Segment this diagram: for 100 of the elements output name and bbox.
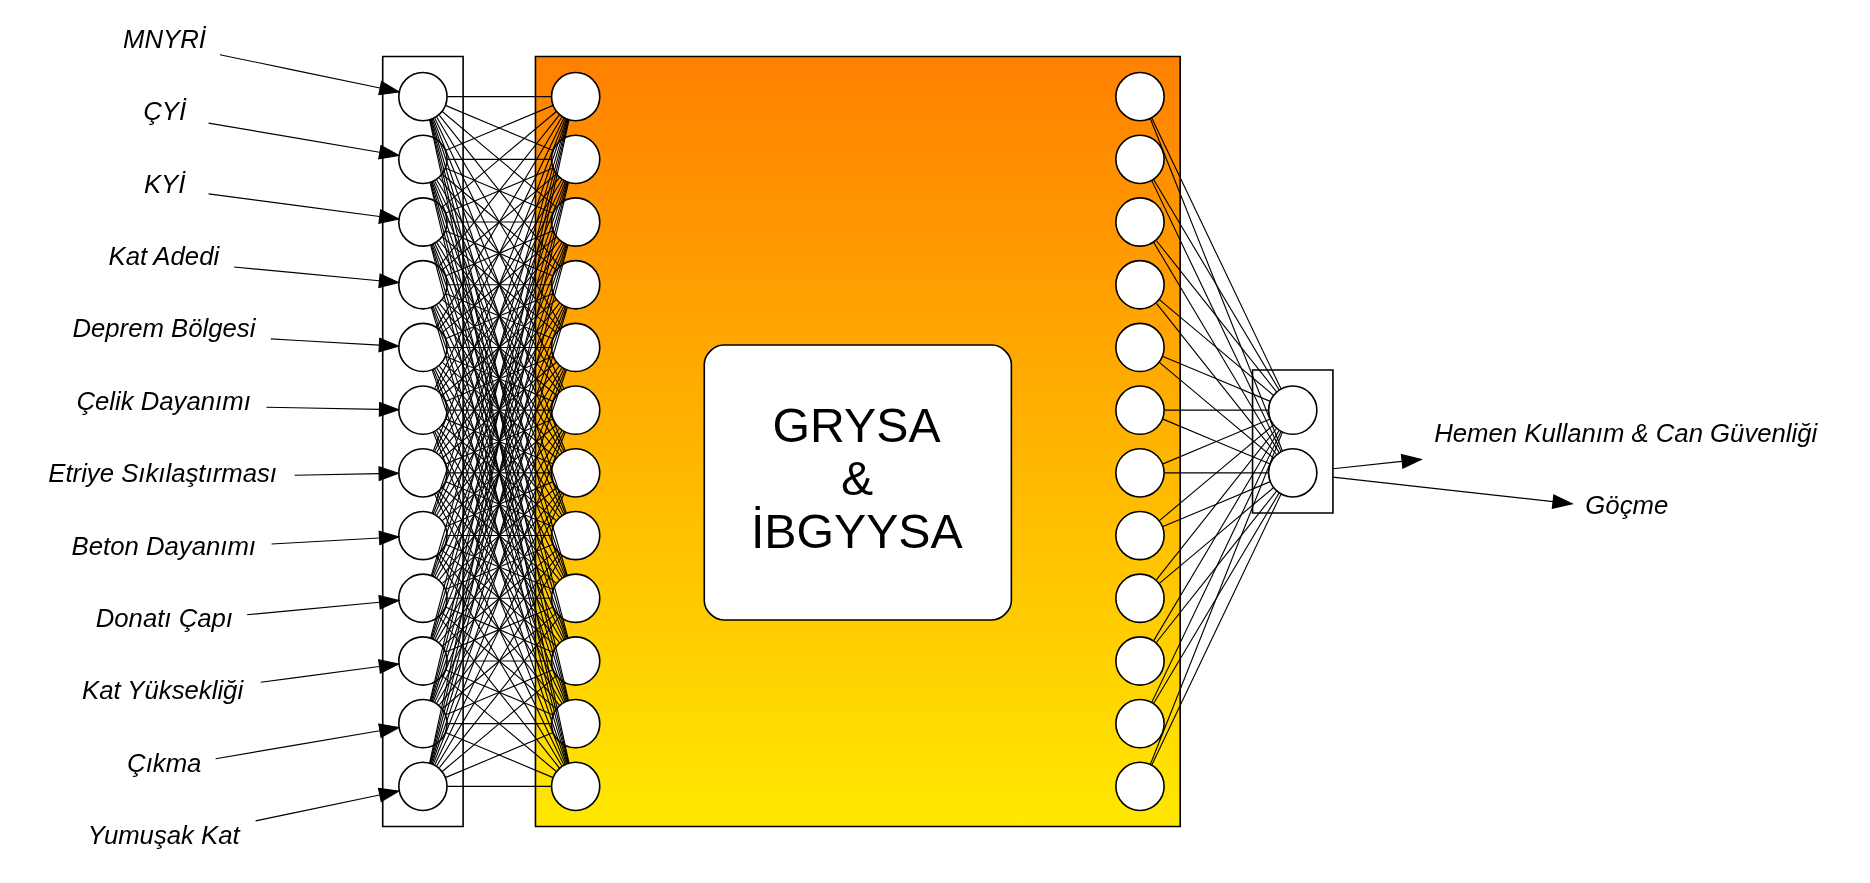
connector	[1158, 424, 1274, 522]
connector	[446, 660, 552, 662]
connector	[432, 180, 566, 515]
connector	[1151, 493, 1282, 766]
node-circle	[398, 761, 448, 812]
arrow	[207, 122, 401, 160]
connector	[434, 305, 565, 578]
connector	[441, 612, 557, 710]
connector	[1155, 302, 1278, 456]
connector	[435, 429, 563, 642]
node-text: KYİ	[143, 169, 186, 198]
node-circle	[398, 134, 448, 185]
connector	[434, 117, 565, 390]
arrow	[219, 54, 401, 96]
arrow	[271, 530, 401, 546]
node-circle	[1267, 385, 1318, 436]
connector	[446, 472, 552, 474]
connector	[1162, 418, 1271, 465]
cluster	[381, 55, 464, 828]
connector	[441, 173, 557, 271]
connector	[445, 606, 554, 653]
connector	[446, 346, 552, 348]
connector	[1151, 117, 1282, 390]
arrow	[270, 337, 401, 353]
node-circle	[1115, 197, 1165, 247]
connector	[432, 368, 566, 703]
node-circle	[398, 197, 448, 247]
node-box: GRYSA & İBGYYSA	[703, 344, 1013, 621]
node-text: Kat Adedi	[108, 242, 220, 271]
connector	[446, 785, 552, 787]
connector	[1151, 180, 1282, 453]
node-circle	[398, 510, 448, 561]
connector	[445, 669, 554, 716]
connector	[1155, 490, 1278, 643]
connector	[435, 555, 563, 767]
cluster	[534, 55, 1181, 828]
node-circle	[550, 447, 601, 498]
arrow	[233, 266, 401, 289]
node-circle	[550, 698, 601, 749]
node-circle	[550, 761, 601, 812]
connector	[1149, 117, 1283, 452]
connector	[435, 116, 563, 328]
connector	[1153, 178, 1280, 391]
arrow	[1332, 453, 1423, 470]
node-text: Yumuşak Kat	[87, 820, 240, 849]
arrow	[207, 193, 401, 224]
arrow	[255, 787, 401, 822]
connector	[1162, 481, 1271, 528]
connector	[1158, 487, 1274, 584]
connector	[446, 96, 552, 98]
connector	[441, 361, 557, 459]
connector	[445, 418, 554, 465]
node-text: ÇYİ	[143, 97, 187, 126]
node-circle	[1115, 71, 1165, 122]
node-circle	[550, 322, 601, 373]
connector	[434, 493, 565, 766]
connector	[446, 597, 552, 599]
node-circle	[1115, 761, 1165, 812]
arrow	[215, 723, 401, 760]
node-text: MNYRİ	[123, 25, 206, 54]
connector	[445, 230, 554, 277]
node-circle	[550, 573, 601, 624]
connector	[1153, 241, 1280, 454]
node-circle	[550, 259, 601, 310]
connector	[446, 723, 552, 725]
node-text: Çıkma	[127, 748, 202, 777]
connector	[435, 178, 563, 391]
node-circle	[1115, 573, 1165, 624]
node-circle	[550, 636, 601, 686]
connector	[446, 409, 552, 411]
node-text: Kat Yüksekliği	[82, 676, 244, 705]
node-circle	[1115, 447, 1165, 498]
node-circle	[550, 385, 601, 436]
node-text: Deprem Bölgesi	[72, 314, 256, 343]
node-circle	[1115, 385, 1165, 436]
connector	[1155, 240, 1278, 393]
node-circle	[550, 71, 601, 122]
connector	[1153, 492, 1280, 705]
connector	[445, 481, 554, 528]
node-circle	[398, 322, 448, 373]
connector	[1158, 361, 1274, 459]
connector	[432, 117, 566, 452]
connector	[435, 241, 563, 454]
arrow	[1332, 476, 1574, 510]
node-circle	[1115, 134, 1165, 185]
connector	[441, 299, 557, 396]
node-text: Beton Dayanımı	[71, 531, 257, 560]
connector	[432, 431, 566, 766]
arrow	[246, 594, 401, 616]
connector	[445, 167, 554, 214]
node-text: Göçme	[1585, 491, 1669, 520]
node-circle	[398, 573, 448, 624]
node-text: Çelik Dayanımı	[76, 386, 251, 415]
connector	[1151, 430, 1282, 703]
connector	[435, 492, 563, 705]
connector	[441, 236, 557, 334]
node-circle	[1115, 510, 1165, 561]
connector	[446, 221, 552, 223]
cluster	[1251, 369, 1334, 514]
connector	[1162, 355, 1271, 402]
